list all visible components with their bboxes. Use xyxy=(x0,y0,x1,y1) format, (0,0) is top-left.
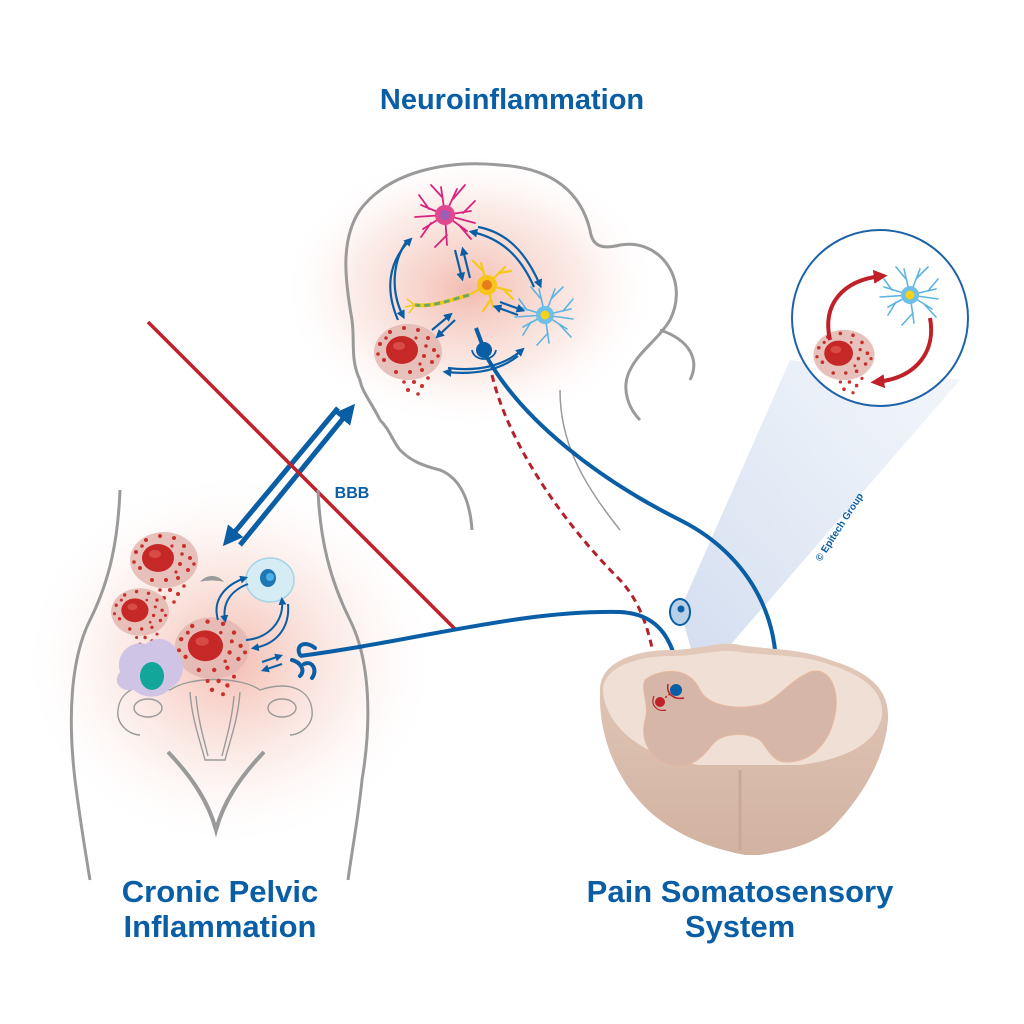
neuroinflammation-title: Neuroinflammation xyxy=(379,84,645,116)
blood-brain-barrier-line xyxy=(146,320,458,632)
pelvic-interaction-arrows xyxy=(215,575,290,673)
immune-cell xyxy=(245,557,295,603)
pain-title-line-1: Pain Somatosensory xyxy=(586,874,894,909)
inset-loop-arrow-bottom xyxy=(870,317,934,389)
bbb-label: BBB xyxy=(334,485,370,502)
head-outline xyxy=(344,162,696,531)
pain-title-line-2: System xyxy=(684,908,796,944)
zoom-inset xyxy=(791,229,969,407)
pelvic-title-line-1: Cronic Pelvic xyxy=(121,874,319,909)
afferent-nerve xyxy=(299,609,684,691)
brain-inflammation-glow xyxy=(280,150,660,430)
pelvic-nerve-ending xyxy=(290,642,317,680)
pelvis-outline xyxy=(69,489,370,881)
bbb-arrow-down xyxy=(222,406,340,547)
pelvic-title-line-2: Inflammation xyxy=(123,908,317,944)
microglia-cell xyxy=(414,184,476,248)
pain-system-title: Pain Somatosensory System xyxy=(555,874,925,944)
pelvic-inflammation-title: Cronic Pelvic Inflammation xyxy=(70,874,370,944)
groin-lines xyxy=(166,750,266,838)
brain-interaction-arrows xyxy=(389,225,542,377)
dorsal-horn-synapses xyxy=(652,683,685,711)
bbb-arrows xyxy=(222,403,356,547)
dorsal-root-ganglion xyxy=(669,598,691,626)
inset-loop-arrow-top xyxy=(826,269,888,341)
spinal-cord-section xyxy=(599,643,889,855)
neck-line xyxy=(559,389,621,531)
bbb-arrow-up xyxy=(238,403,356,547)
macrophage-cell xyxy=(116,639,184,697)
nerve-terminal-brain xyxy=(471,327,497,360)
neuron-cell xyxy=(404,259,515,314)
zoom-beam xyxy=(680,360,960,680)
eye-shaped-cell xyxy=(200,576,224,582)
